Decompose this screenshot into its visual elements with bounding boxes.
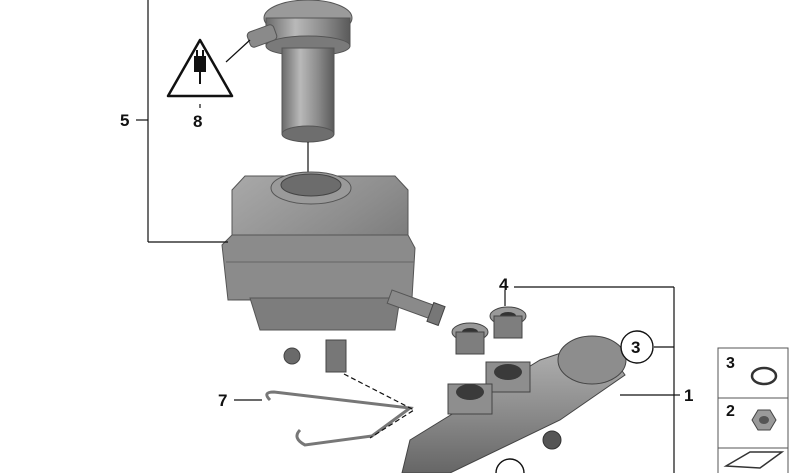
callout-4: 4	[499, 275, 509, 294]
callout-7: 7	[218, 391, 227, 410]
hex-nut-icon	[751, 409, 777, 431]
legend-panel: 3 2	[717, 347, 789, 473]
brake-master-cylinder	[401, 335, 627, 473]
brake-fluid-reservoir	[221, 171, 446, 373]
legend-item-number: 2	[726, 403, 735, 420]
retaining-clip	[265, 390, 414, 447]
callout-circle-3	[620, 330, 654, 364]
callout-8: 8	[193, 112, 202, 131]
sensor-warning-triangle	[166, 38, 251, 98]
callout-1: 1	[684, 386, 693, 405]
seal-grommets	[451, 306, 527, 355]
callout-3: 3	[631, 338, 640, 357]
filter-tube	[281, 47, 335, 182]
o-ring-icon	[750, 366, 778, 386]
legend-item-number: 3	[726, 355, 735, 372]
leader-lines	[136, 0, 680, 473]
arrow-part-icon	[723, 451, 785, 469]
callout-5: 5	[120, 111, 129, 130]
